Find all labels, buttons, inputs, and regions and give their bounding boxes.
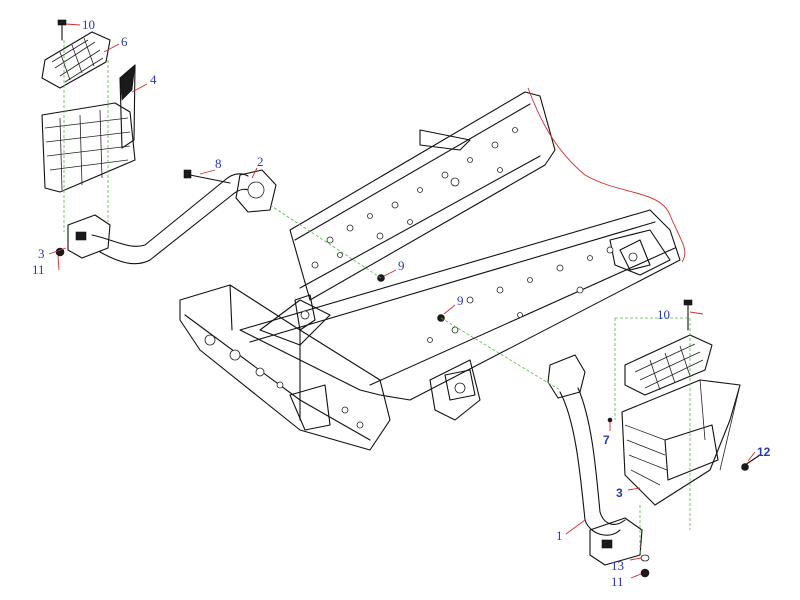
callout-3-left: 3 [38,246,45,261]
callout-9-lower: 9 [457,293,464,308]
callout-11-left: 11 [32,262,45,277]
assembly-guides [63,40,691,555]
callout-12: 12 [757,445,771,459]
right-step-assembly [547,299,761,578]
callout-11-right: 11 [611,574,624,589]
callout-4: 4 [150,72,157,87]
callout-1: 1 [556,528,563,543]
frame-break-line [527,87,686,263]
callout-6: 6 [121,34,128,49]
callout-labels: 10 6 4 8 2 3 11 9 9 10 7 12 3 1 13 11 [32,17,771,589]
callout-13: 13 [611,558,624,573]
callout-3-right: 3 [616,486,623,500]
callout-8: 8 [215,156,222,171]
left-step-assembly [41,19,277,265]
leader-lines [48,23,756,579]
callout-9-upper: 9 [398,258,405,273]
callout-10-right: 10 [657,307,670,322]
chassis-frame [179,91,681,451]
callout-2: 2 [257,154,264,169]
callout-10-left: 10 [82,17,95,32]
callout-7: 7 [603,433,610,447]
